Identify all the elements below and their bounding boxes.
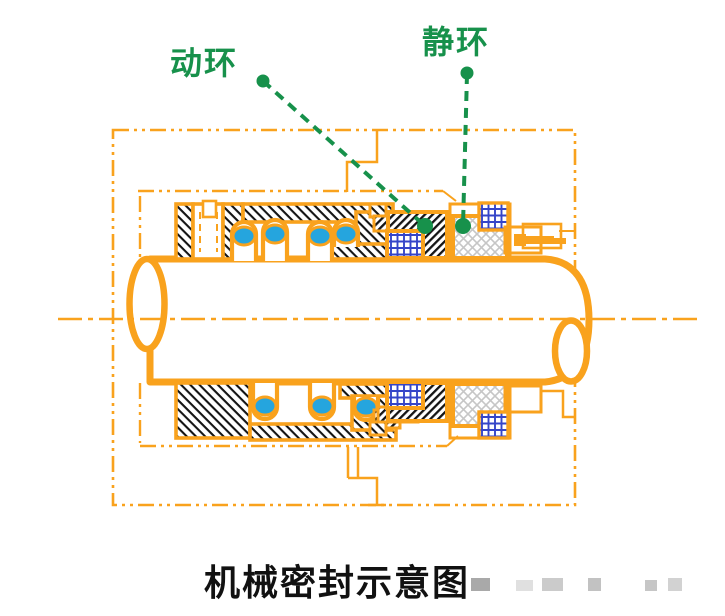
leader-lines [256, 66, 474, 234]
shaft [58, 255, 700, 386]
spring-coil [307, 225, 333, 247]
spring-coil [262, 223, 288, 245]
static-ring-leader-line [461, 73, 469, 227]
moving-ring-leader-line [261, 79, 427, 228]
gland-plate-lower [503, 384, 543, 414]
lower-seal-assembly [174, 380, 543, 442]
static-ring-label: 静环 [422, 24, 491, 60]
watermark-block [668, 578, 682, 591]
shaft-body [146, 255, 593, 386]
watermark-block [588, 578, 601, 591]
spring-coil [231, 225, 257, 247]
moving-ring-gasket-lower [385, 380, 425, 410]
spring-coil [252, 395, 278, 417]
casing-step-bottom [346, 447, 386, 507]
shaft-end-right [551, 317, 591, 385]
springs-upper [229, 217, 361, 261]
shaft-end-left [126, 255, 168, 353]
drive-collar-lower [174, 381, 252, 440]
upper-seal-assembly [174, 199, 566, 261]
casing-outline [111, 128, 577, 507]
casing-step-top [345, 131, 379, 192]
spring-coil [309, 395, 335, 417]
watermark-block [516, 580, 533, 591]
static-ring-gasket-lower [477, 410, 510, 440]
set-screw-slot [201, 199, 218, 219]
moving-ring-gasket [385, 229, 425, 260]
springs-lower [250, 383, 381, 423]
drive-collar [174, 202, 195, 261]
static-ring-gasket [477, 201, 510, 232]
spring-coil [333, 223, 359, 245]
watermark-block [471, 578, 490, 591]
gland-bolt [514, 234, 566, 246]
watermark-block [645, 580, 657, 591]
stuffing-box-outline [138, 189, 447, 448]
watermark-block [542, 578, 563, 591]
moving-ring-label: 动环 [170, 45, 239, 81]
diagram-title: 机械密封示意图 [204, 562, 471, 603]
